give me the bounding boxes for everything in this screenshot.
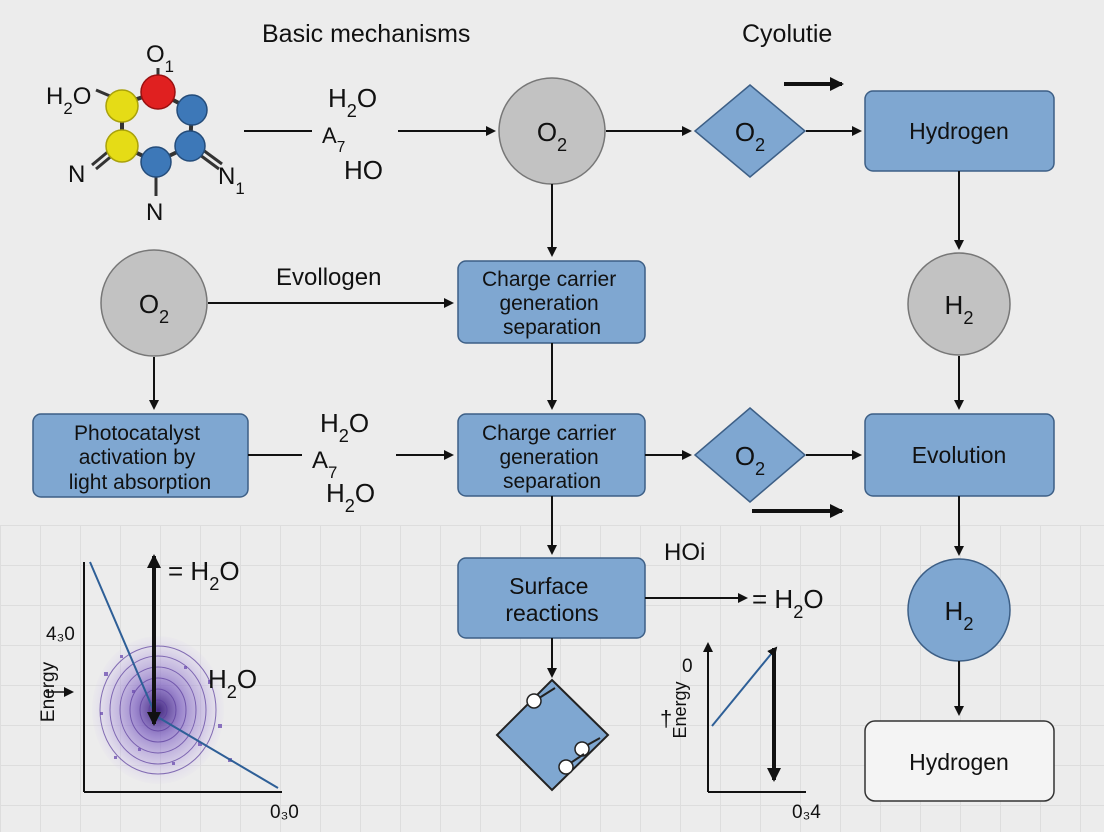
left-energy-plot — [46, 554, 282, 793]
charge-carrier-box-bottom-text: Charge carrier generation separation — [482, 422, 622, 493]
top-label-a7: A7​ — [322, 123, 345, 156]
right-plot-ylabel: Energy — [670, 681, 690, 738]
third-label-a7: A7​ — [312, 447, 337, 482]
left-plot-contour-blob — [92, 636, 224, 784]
bottom-catalyst-diamond — [495, 678, 610, 792]
left-plot-scatter-points — [100, 655, 232, 765]
molecule-label-n-bottom: N — [146, 199, 163, 226]
top-label-h2o: H2​O — [328, 83, 377, 121]
photocatalyst-line-2: activation by — [79, 446, 196, 469]
molecule-structure — [91, 68, 223, 196]
surface-line-1: Surface — [509, 573, 588, 599]
bottom-hydrogen-box — [864, 720, 1055, 802]
right-plot-x-tick: 0₃4 — [792, 802, 821, 823]
title-cyolutie: Cyolutie — [742, 20, 832, 48]
molecule-label-h2o: H2​O — [46, 83, 91, 118]
middle-h2-circle — [907, 252, 1011, 356]
top-o2-diamond — [693, 84, 807, 178]
surface-eq-h2o: = H2​O — [752, 584, 824, 622]
hoi-label: HOi — [664, 539, 705, 566]
third-o2-diamond — [693, 407, 807, 503]
left-plot-y-tick: 4₃0 — [46, 624, 75, 645]
surface-reactions-text: Surface reactions — [505, 573, 598, 626]
charge-top-line-1: Charge carrier — [482, 268, 616, 291]
charge-carrier-box-top-text: Charge carrier generation separation — [482, 268, 622, 339]
molecule-label-n-left: N — [68, 161, 85, 188]
top-hydrogen-label: Hydrogen — [909, 118, 1009, 144]
title-basic-mechanisms: Basic mechanisms — [262, 20, 470, 48]
right-plot-y-tick: 0 — [682, 656, 693, 677]
right-plot-line — [711, 646, 778, 727]
charge-bottom-line-2: generation — [499, 446, 598, 469]
charge-bottom-line-3: separation — [503, 470, 601, 493]
third-label-h2o-a: H2​O — [320, 408, 369, 446]
surface-line-2: reactions — [505, 600, 598, 626]
right-energy-plot — [703, 642, 806, 793]
evollogen-label: Evollogen — [276, 264, 381, 291]
molecule-label-n1: N1​ — [218, 163, 245, 198]
left-plot-ylabel: Energy — [38, 661, 59, 722]
photocatalyst-line-3: light absorption — [69, 471, 211, 494]
right-plot-y-marker: † — [660, 706, 672, 731]
top-label-ho: HO — [344, 155, 383, 185]
charge-top-line-2: generation — [499, 292, 598, 315]
middle-o2-circle — [100, 249, 208, 357]
evolution-label: Evolution — [912, 442, 1007, 468]
left-plot-x-tick: 0₃0 — [270, 802, 299, 823]
left-plot-contour-lines — [99, 645, 217, 775]
charge-bottom-line-1: Charge carrier — [482, 422, 616, 445]
photocatalyst-line-1: Photocatalyst — [74, 422, 200, 445]
photocatalyst-box-text: Photocatalyst activation by light absorp… — [69, 422, 211, 494]
bottom-hydrogen-label: Hydrogen — [909, 749, 1009, 775]
third-label-h2o-b: H2​O — [326, 478, 375, 516]
left-plot-eq-h2o: = H2​O — [168, 556, 240, 594]
charge-top-line-3: separation — [503, 316, 601, 339]
molecule-label-o1: O1​ — [146, 41, 174, 76]
